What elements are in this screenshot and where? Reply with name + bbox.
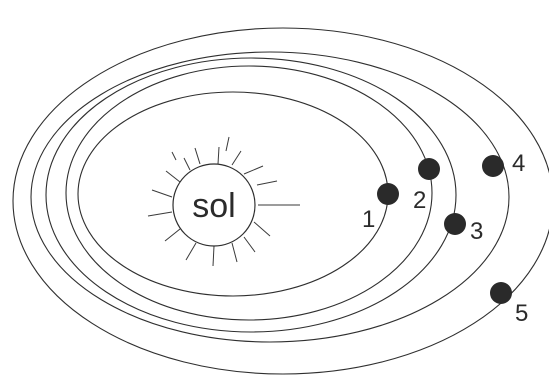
sun-label: sol	[192, 187, 235, 225]
planet-2	[418, 158, 440, 180]
orbit-5	[12, 27, 549, 375]
orbits	[12, 27, 549, 375]
planet-label-4: 4	[512, 150, 525, 177]
sun-circle	[172, 163, 256, 247]
planet-4	[482, 155, 504, 177]
planet-label-1: 1	[362, 206, 375, 233]
planet-label-5: 5	[515, 300, 528, 327]
sun-rays	[147, 136, 300, 267]
orbit-2	[65, 65, 433, 321]
planet-1	[377, 183, 399, 205]
planet-labels: 1 2 3 4 5	[362, 150, 528, 327]
planet-label-2: 2	[413, 187, 426, 214]
planet-label-3: 3	[470, 218, 483, 245]
planet-5	[490, 282, 512, 304]
orbit-4	[30, 51, 510, 343]
planet-3	[444, 213, 466, 235]
orbit-3	[45, 57, 457, 333]
planets	[377, 155, 512, 304]
sun: sol	[172, 163, 256, 247]
